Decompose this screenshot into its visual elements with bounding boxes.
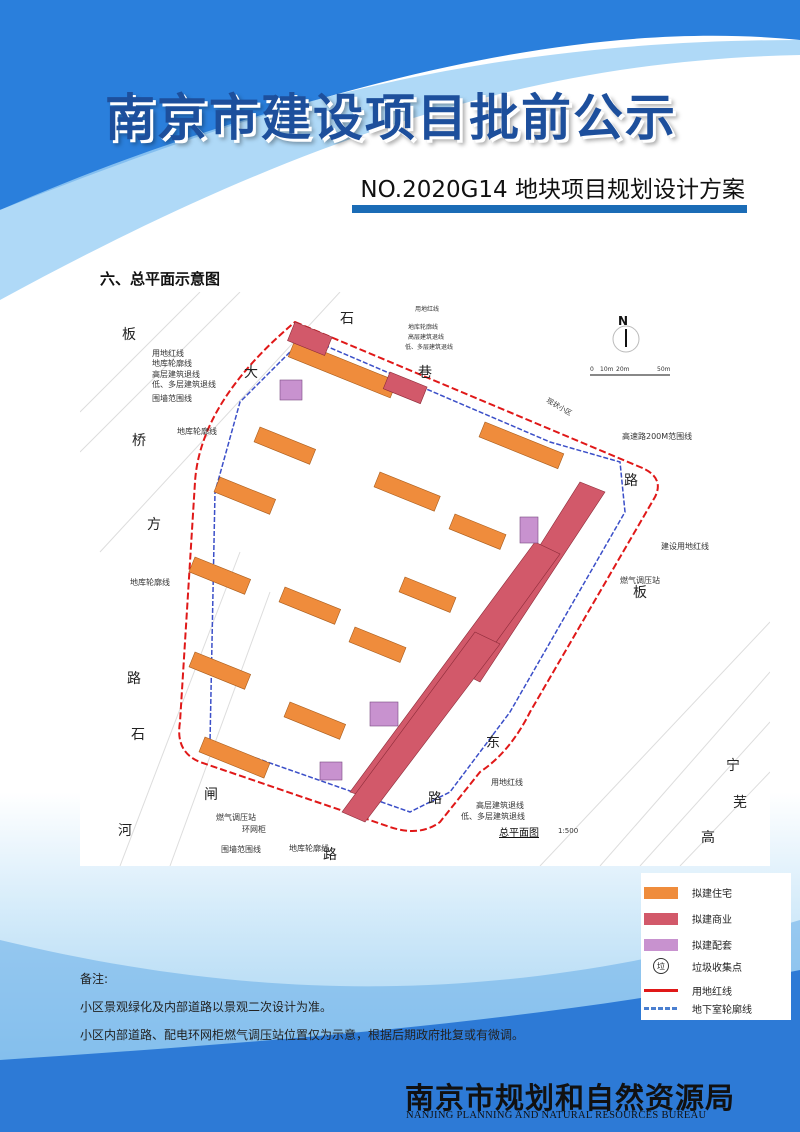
map-annotation: 围墙范围线: [221, 845, 261, 854]
map-annotation: 围墙范围线: [152, 394, 192, 403]
legend-item-residential: 拟建住宅: [641, 885, 732, 900]
map-annotation: 用地红线: [415, 306, 440, 313]
site-red-line: [178, 320, 659, 832]
north-label: N: [618, 314, 629, 328]
facility-buildings: [279, 379, 539, 781]
road-label: 路: [624, 473, 638, 489]
legend-label: 垃圾收集点: [692, 962, 742, 974]
road-label: 大: [244, 365, 258, 381]
map-annotation: 高层建筑退线: [476, 801, 524, 810]
facility-swatch: [644, 938, 678, 951]
scale-tick: 10m: [600, 366, 614, 373]
map-annotation: 用地红线: [491, 778, 523, 787]
commercial-buildings: [287, 321, 606, 823]
map-annotation: 建设用地红线: [661, 542, 709, 551]
map-annotation: 燃气调压站: [620, 576, 660, 585]
plan-scale: 1:500: [558, 827, 579, 835]
page-title: 南京市建设项目批前公示: [105, 88, 677, 147]
section-title: 六、总平面示意图: [100, 270, 221, 288]
basement-outline: [209, 336, 626, 813]
map-annotation: 高层建筑退线: [152, 370, 200, 379]
garbage-point-icon: 垃: [653, 958, 669, 974]
legend-item-basement: 地下室轮廓线: [641, 1001, 752, 1016]
scale-tick: 0: [590, 366, 594, 373]
legend-item-commercial: 拟建商业: [641, 911, 732, 926]
commercial-swatch: [644, 912, 678, 925]
plan-title: 总平面图: [499, 828, 539, 839]
road-label: 路: [428, 791, 442, 807]
map-annotation: 高层建筑退线: [408, 334, 445, 341]
road-label: 巷: [418, 365, 432, 381]
basement-line-swatch: [644, 1007, 678, 1010]
residential-swatch: [644, 886, 678, 899]
map-annotation: 低、多层建筑退线: [405, 344, 454, 351]
map-annotation: 地库轮廓线: [289, 844, 329, 853]
map-annotation: 地库轮廓线: [130, 578, 170, 587]
notes: 备注: 小区景观绿化及内部道路以景观二次设计为准。 小区内部道路、配电环网柜燃气…: [80, 965, 524, 1049]
scale-tick: 50m: [657, 366, 671, 373]
road-label: 桥: [132, 433, 146, 449]
legend-label: 拟建配套: [692, 941, 732, 952]
red-line-swatch: [644, 989, 678, 992]
map-annotation: 地库轮廓线: [177, 427, 217, 436]
map-annotation: 低、多层建筑退线: [461, 812, 525, 821]
legend-item-red-line: 用地红线: [641, 983, 732, 998]
residential-buildings: [188, 339, 565, 779]
road-label: 芜: [733, 795, 747, 811]
road-label: 方: [147, 517, 161, 533]
road-label: 板: [122, 327, 136, 343]
legend-label: 用地红线: [692, 987, 732, 998]
road-label: 河: [118, 823, 132, 839]
subtitle-underline: [352, 205, 747, 213]
road-label: 石: [131, 727, 145, 743]
legend-item-garbage: 垃 垃圾收集点: [641, 958, 742, 974]
map-annotation: 环网柜: [242, 825, 266, 834]
note-line: 小区内部道路、配电环网柜燃气调压站位置仅为示意，根据后期政府批复或有微调。: [80, 1028, 525, 1042]
map-annotation: 地库轮廓线: [152, 359, 192, 368]
map-annotation: 地库轮廓线: [408, 324, 439, 331]
page-subtitle: NO.2020G14 地块项目规划设计方案: [360, 177, 745, 203]
scale-tick: 20m: [616, 366, 630, 373]
road-label: 路: [127, 671, 141, 687]
bureau-name: 南京市规划和自然资源局: [405, 1081, 736, 1115]
map-annotation: 燃气调压站: [216, 813, 256, 822]
notes-heading: 备注:: [80, 972, 109, 986]
road-label: 板: [633, 585, 647, 601]
map-annotation: 高速路200M范围线: [622, 432, 693, 441]
bureau-name-en: NANJING PLANNING AND NATURAL RESOURCES B…: [406, 1110, 707, 1121]
road-label: 高: [701, 830, 715, 846]
road-label: 石: [340, 311, 354, 327]
map-annotation: 用地红线: [152, 349, 184, 358]
north-arrow-circle: [612, 325, 640, 353]
road-label: 东: [486, 735, 500, 751]
legend-item-facility: 拟建配套: [641, 937, 732, 952]
map-annotation: 低、多层建筑退线: [152, 380, 216, 389]
legend-label: 拟建商业: [692, 915, 732, 926]
legend: 拟建住宅 拟建商业 拟建配套 垃 垃圾收集点 用地红线 地下室轮廓线: [641, 873, 791, 1020]
road-label: 路: [323, 847, 337, 863]
road-label: 宁: [726, 758, 740, 774]
note-line: 小区景观绿化及内部道路以景观二次设计为准。: [80, 1000, 333, 1014]
site-plan-map: N 0 10m 20m 50m 板 大 桥 方 路 石 闸 河 石 巷 路 板 …: [80, 292, 770, 866]
legend-label: 地下室轮廓线: [692, 1005, 752, 1016]
legend-label: 拟建住宅: [692, 889, 732, 900]
road-label: 闸: [204, 787, 218, 803]
site-plan-drawing: [80, 292, 770, 866]
